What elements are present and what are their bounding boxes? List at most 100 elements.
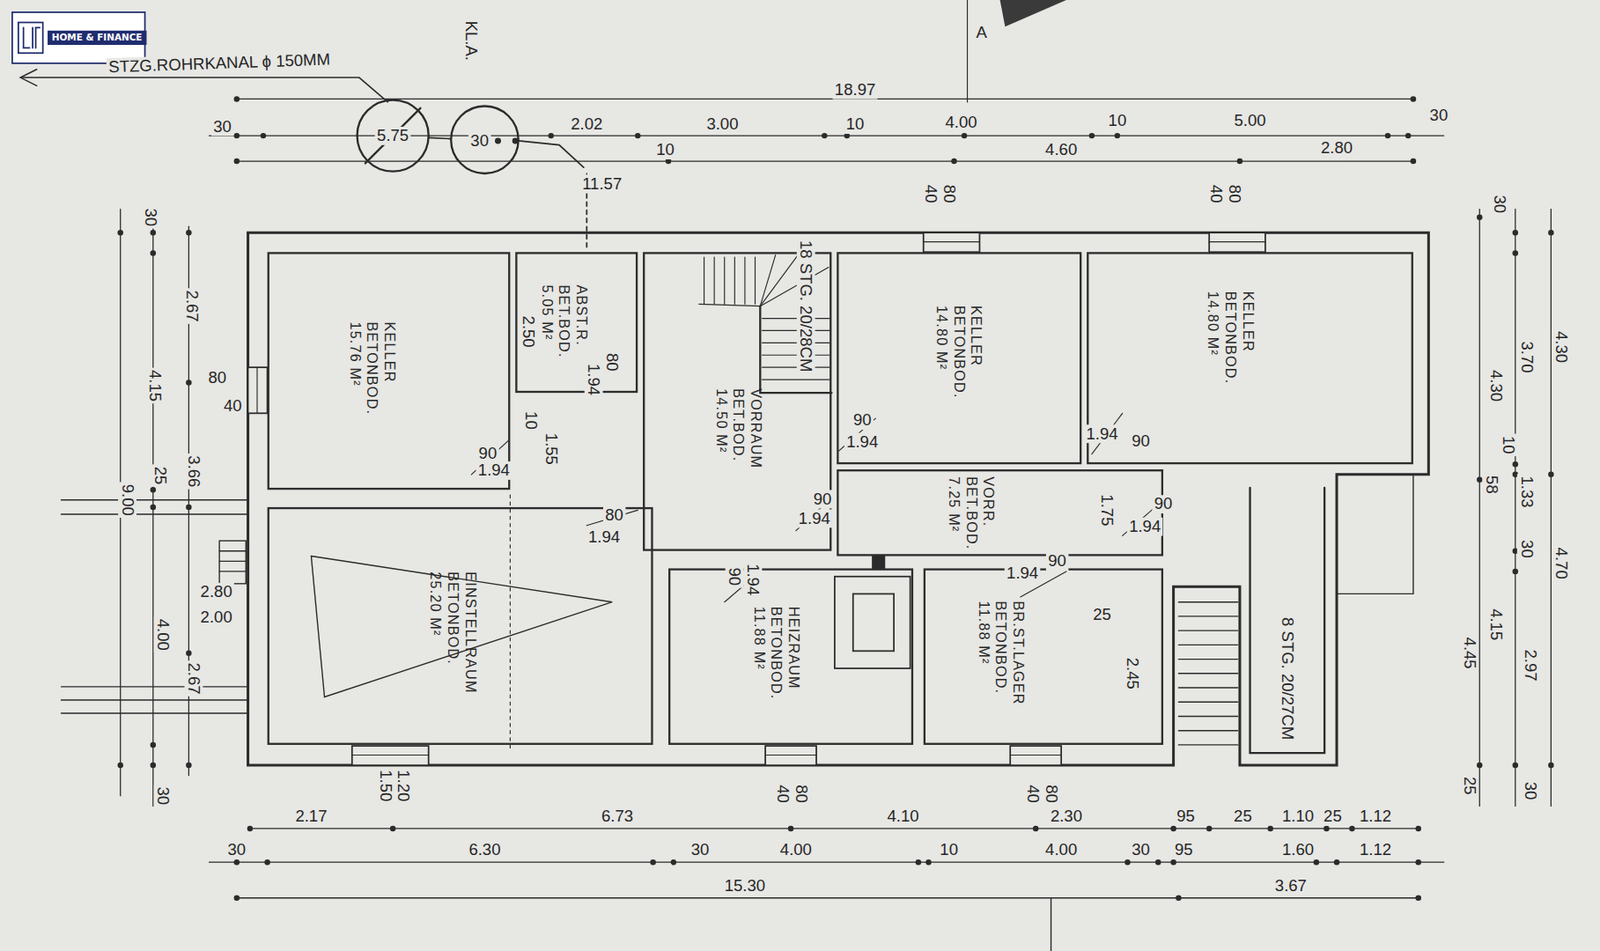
car-symbol xyxy=(310,556,612,698)
dimension-label: 90 xyxy=(476,443,499,462)
section-line xyxy=(1050,898,1052,951)
dimension-label: 1.75 xyxy=(1098,492,1116,529)
room-label: ABST.R.BET.BOD.5.05 M² xyxy=(538,284,590,358)
dimension-label: 30 xyxy=(1517,538,1535,561)
room-label: VORRAUMBET.BOD.14.50 M² xyxy=(713,388,765,469)
floor-finish: BET.BOD. xyxy=(962,476,980,550)
dimension-label: 30 xyxy=(1427,106,1450,125)
dimension-label: 2.80 xyxy=(1319,139,1356,157)
dimension-label: 3.70 xyxy=(1517,339,1535,376)
dimension-label: 1.10 xyxy=(1280,807,1317,826)
section-letter: A xyxy=(973,23,989,42)
dimension-label: 4.00 xyxy=(778,840,815,859)
dimension-label: 10 xyxy=(937,840,960,859)
dimension-label: 25 xyxy=(1459,774,1478,797)
dimension-label: 40 xyxy=(1024,782,1042,805)
dimension-tick xyxy=(1548,229,1554,236)
dimension-label: 40 xyxy=(774,782,792,805)
dimension-tick xyxy=(1512,461,1519,467)
dimension-tick xyxy=(1512,250,1519,256)
dimension-label: 2.97 xyxy=(1521,647,1540,684)
dimension-tick xyxy=(1410,158,1416,164)
dimension-tick xyxy=(1114,132,1121,139)
room-box: HEIZRAUMBETONBOD.11.88 M² xyxy=(668,567,914,745)
outer-wall xyxy=(248,232,1430,766)
dimension-label: 1.12 xyxy=(1357,840,1394,859)
dimension-label: 40 xyxy=(921,183,940,206)
dimension-tick xyxy=(1323,825,1329,832)
dimension-tick xyxy=(1410,95,1416,102)
stair-wall xyxy=(759,306,832,393)
room-label: HEIZRAUMBETONBOD.11.88 M² xyxy=(750,606,802,701)
dimension-label: 4.15 xyxy=(1487,606,1505,643)
arrow-head xyxy=(20,69,37,87)
room-area: 7.25 M² xyxy=(944,476,962,550)
room-name: VORRAUM xyxy=(747,388,765,469)
dimension-label: 58 xyxy=(1482,473,1501,496)
dimension-tick xyxy=(150,504,156,510)
level-mark: 5.75 xyxy=(375,126,412,145)
floor-finish: BETONBOD. xyxy=(443,572,461,694)
dimension-tick xyxy=(1349,825,1355,832)
dimension-label: 2.80 xyxy=(198,582,235,601)
pipe-line xyxy=(518,140,584,168)
dimension-label: 10 xyxy=(521,409,539,432)
logo-icon xyxy=(23,27,41,48)
dimension-tick xyxy=(234,95,240,102)
dimension-tick xyxy=(185,762,192,768)
dimension-tick xyxy=(117,95,1554,901)
dimension-tick xyxy=(1385,132,1391,139)
dimension-label: 1.94 xyxy=(1004,564,1041,583)
dimension-label: 6.73 xyxy=(599,807,636,826)
chimney xyxy=(853,593,894,651)
dimension-label: 25 xyxy=(151,464,170,487)
dimension-label: 3.66 xyxy=(184,453,203,490)
floor-finish: BETONBOD. xyxy=(951,305,968,399)
dimension-label: 90 xyxy=(725,565,744,588)
dimension-tick xyxy=(925,859,931,865)
dimension-tick xyxy=(788,825,794,832)
dimension-label: 15.30 xyxy=(722,877,767,895)
pipe-line xyxy=(585,193,588,251)
dimension-tick xyxy=(1512,229,1519,236)
floor-finish: BETONBOD. xyxy=(363,322,381,416)
dimension-label: 1.55 xyxy=(542,431,561,468)
dimension-tick xyxy=(1405,132,1411,139)
floor-finish: BET.BOD. xyxy=(730,388,748,469)
dimension-label: 1.94 xyxy=(796,508,833,527)
dimension-label: 10 xyxy=(654,140,677,159)
dimension-label: 30 xyxy=(141,206,160,229)
dimension-tick xyxy=(150,486,156,493)
dimension-label: 2.30 xyxy=(1048,807,1085,826)
dimension-label: 80 xyxy=(791,782,810,805)
dimension-tick xyxy=(234,859,240,865)
dimension-label: 9.00 xyxy=(118,481,137,518)
dimension-tick xyxy=(1512,762,1519,768)
dimension-label: 18.97 xyxy=(833,81,878,99)
dimension-label: 40 xyxy=(221,397,244,415)
room-area: 15.76 M² xyxy=(346,322,363,416)
floor-finish: BETONBOD. xyxy=(992,601,1010,706)
dimension-label: 2.45 xyxy=(1123,655,1142,692)
dimension-tick xyxy=(670,859,677,865)
dimension-tick xyxy=(649,859,656,865)
window-glazing xyxy=(257,242,1266,756)
dimension-label: 2.02 xyxy=(568,115,605,133)
room-area: 25.20 M² xyxy=(427,572,444,694)
dimension-tick xyxy=(1170,825,1176,832)
dimension-tick xyxy=(821,132,827,139)
dimension-label: 90 xyxy=(1046,552,1069,570)
dimension-label: 1.20 xyxy=(394,767,413,804)
dimension-label: 30 xyxy=(154,784,172,807)
dimension-label: 80 xyxy=(603,351,621,374)
pipe-line xyxy=(428,137,451,139)
dimension-label: 10 xyxy=(1105,111,1129,130)
dimension-label: 90 xyxy=(1129,431,1152,450)
dimension-label: 4.15 xyxy=(146,368,164,405)
dimension-label: 30 xyxy=(1129,840,1152,859)
dimension-label: 4.00 xyxy=(943,113,980,132)
dimension-tick xyxy=(234,158,240,164)
room-name: ABST.R. xyxy=(573,284,590,358)
dot xyxy=(495,138,502,144)
dimension-label: 1.94 xyxy=(1127,517,1164,536)
